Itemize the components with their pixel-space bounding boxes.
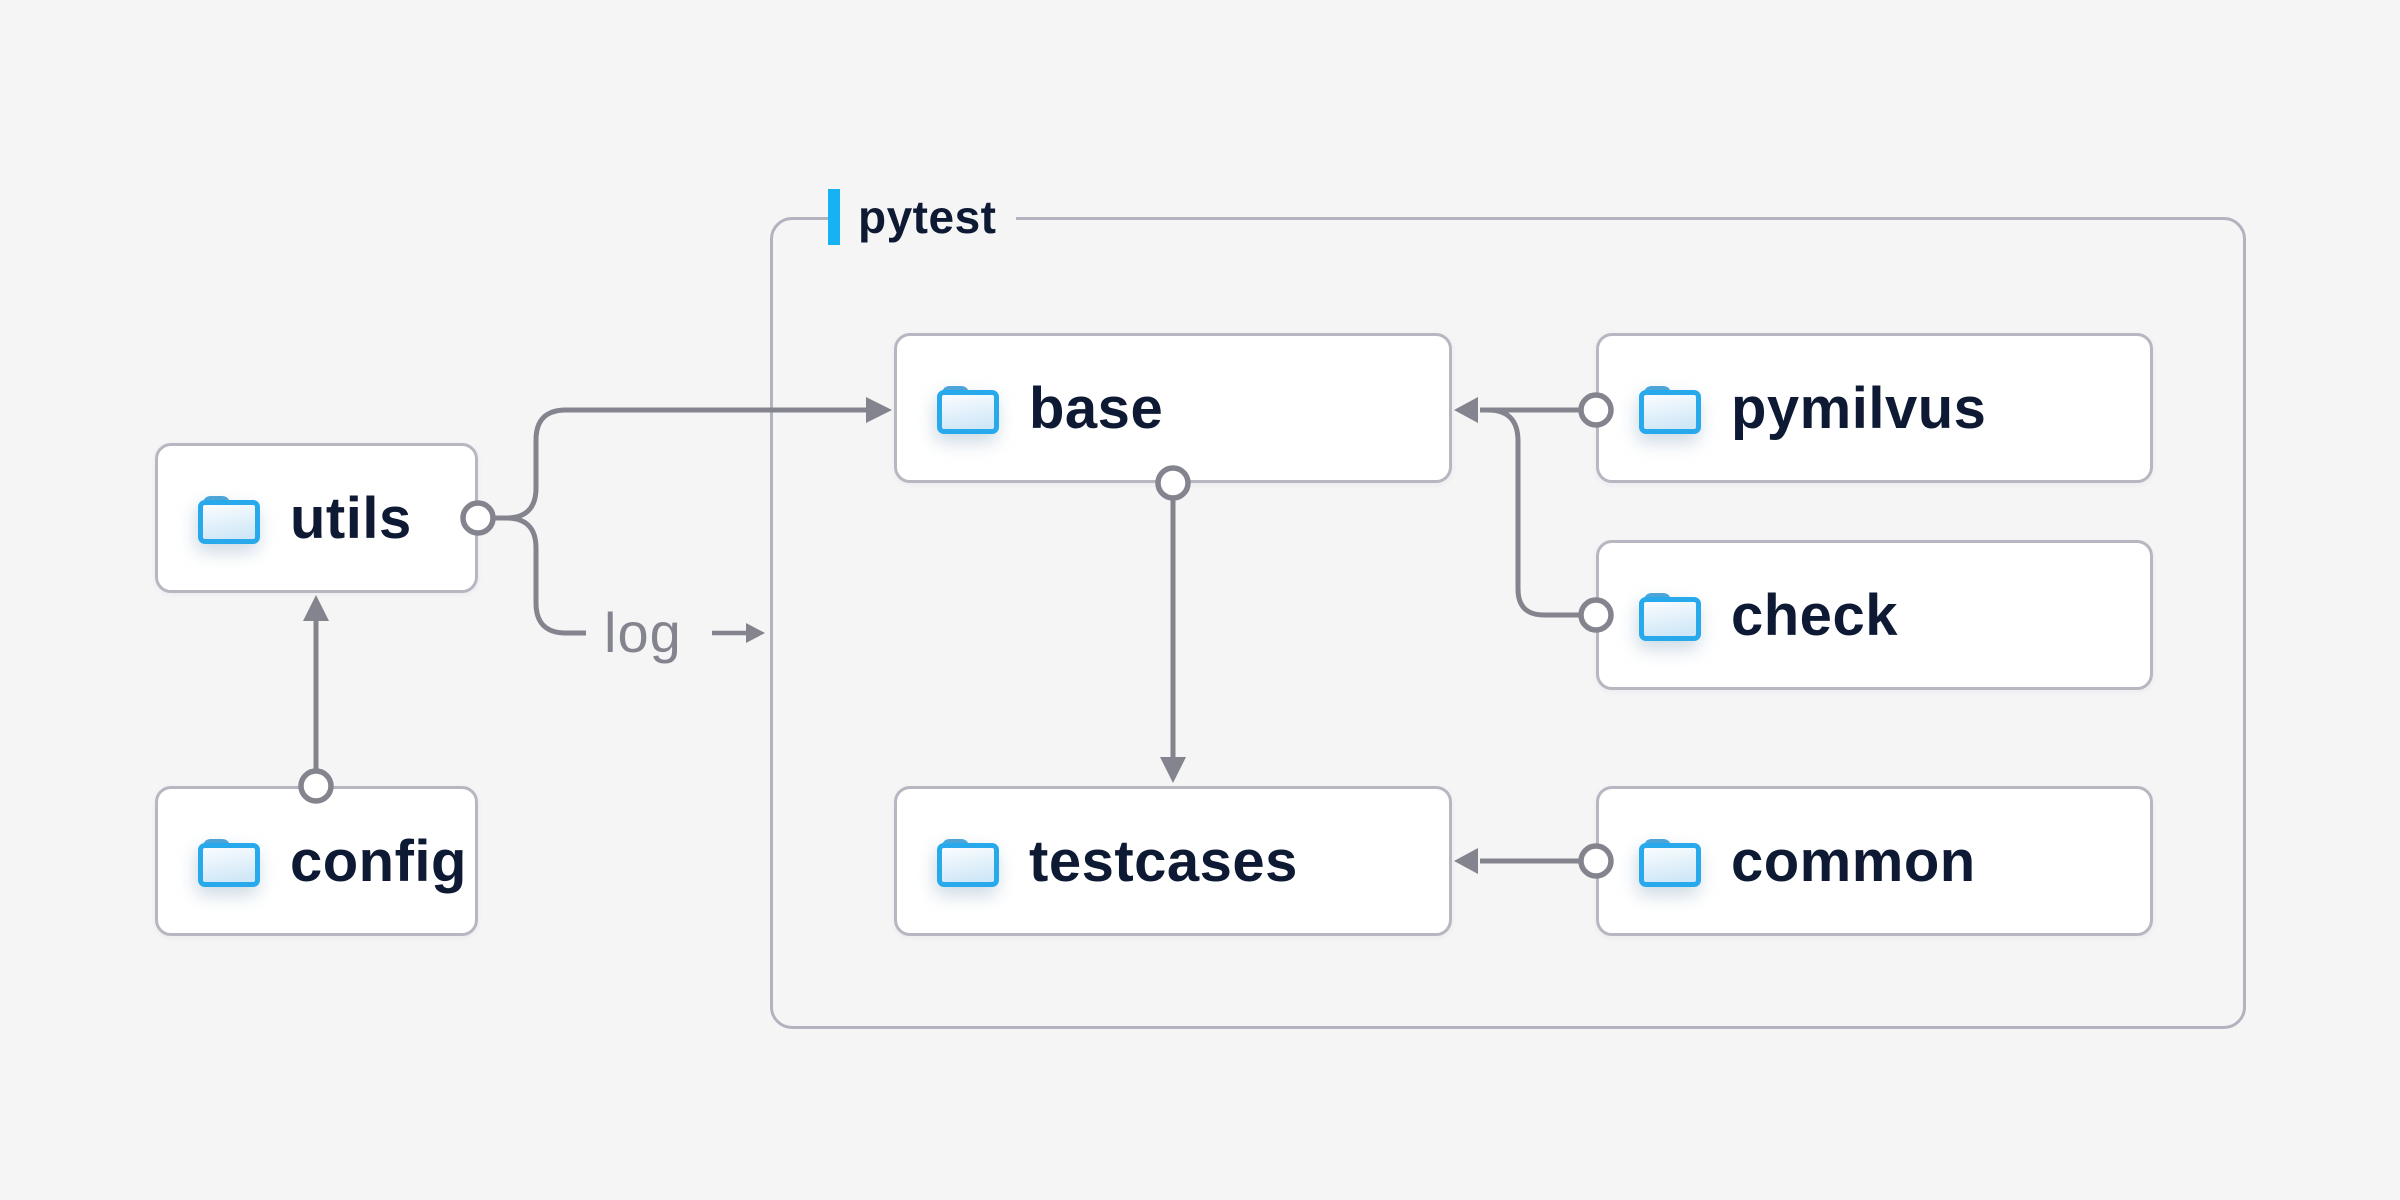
- node-common: common: [1596, 786, 2153, 936]
- folder-icon: [1639, 839, 1701, 887]
- folder-icon: [1639, 386, 1701, 434]
- node-pymilvus: pymilvus: [1596, 333, 2153, 483]
- node-label: check: [1731, 582, 1898, 648]
- folder-icon: [937, 839, 999, 887]
- node-base: base: [894, 333, 1452, 483]
- node-config: config: [155, 786, 478, 936]
- node-label: common: [1731, 828, 1976, 894]
- folder-icon: [198, 496, 260, 544]
- edge-config-utils: [298, 595, 334, 804]
- pytest-accent-bar: [828, 189, 840, 245]
- node-label: testcases: [1029, 828, 1298, 894]
- folder-icon: [198, 839, 260, 887]
- pytest-container: [770, 217, 2246, 1029]
- pytest-label-text: pytest: [858, 191, 997, 243]
- folder-icon: [937, 386, 999, 434]
- node-testcases: testcases: [894, 786, 1452, 936]
- node-label: config: [290, 828, 467, 894]
- node-label: pymilvus: [1731, 375, 1987, 441]
- arrowhead-right-small: [746, 623, 765, 643]
- node-label: base: [1029, 375, 1164, 441]
- edge-utils-log: log: [492, 515, 765, 664]
- node-check: check: [1596, 540, 2153, 690]
- edge-label-log: log: [604, 601, 682, 664]
- node-label: utils: [290, 485, 412, 551]
- pytest-label: pytest: [828, 189, 1017, 245]
- folder-icon: [1639, 593, 1701, 641]
- arrowhead-up: [303, 595, 329, 621]
- node-utils: utils: [155, 443, 478, 593]
